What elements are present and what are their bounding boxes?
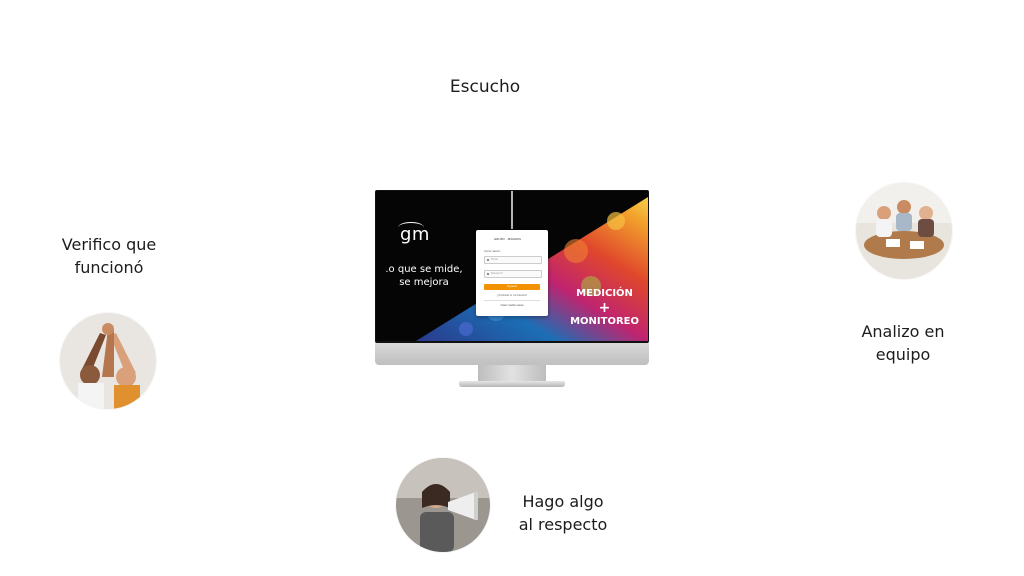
megaphone-woman-image [396,458,490,552]
login-submit-button[interactable]: Ingresar [484,284,540,290]
promo-bottom-text: MONITOREO [570,316,639,327]
monitor-chin [375,343,649,365]
monitor-stand-neck [478,365,546,382]
password-field[interactable]: Password [484,270,542,278]
megaphone-woman-photo [396,458,490,552]
login-card: GRUPO · MAGNUS Iniciar sesión Email Pass… [476,230,548,316]
monitor-screen-frame: gm .o que se mide, se mejora MEDICIÓN + … [375,190,649,343]
lock-icon [487,273,489,275]
monitor-mockup: gm .o que se mide, se mejora MEDICIÓN + … [375,190,649,396]
email-placeholder: Email [491,258,498,261]
email-field[interactable]: Email [484,256,542,264]
step-listen-label: Escucho [430,76,540,99]
step-verify-line-1: Verifico que [61,235,157,254]
step-analyze-line-1: Analizo en [861,322,945,341]
screen-tagline-line-2: se mejora [399,277,449,288]
forgot-password-link[interactable]: ¿Olvidaste tu contraseña? [497,294,527,297]
logo-arc-icon [398,222,424,233]
step-verify-line-2: funcionó [74,258,144,277]
high-five-team-photo [60,313,156,409]
screen-promo: MEDICIÓN + MONITOREO [570,288,639,328]
monitor-screen: gm .o que se mide, se mejora MEDICIÓN + … [376,191,648,341]
screen-tagline-line-1: .o que se mide, [385,264,463,275]
login-divider [484,300,540,301]
step-analyze-line-2: equipo [875,345,931,364]
step-verify-label: Verifico que funcionó [54,233,164,279]
step-listen-line-1: Escucho [449,77,521,97]
login-brand: GRUPO · MAGNUS [494,237,521,241]
high-five-team-image [60,313,156,409]
step-act-line-2: al respecto [518,515,608,534]
plus-icon: + [598,300,611,316]
team-meeting-photo [856,183,952,279]
step-analyze-label: Analizo en equipo [848,320,958,366]
monitor-stand-base [459,381,565,387]
screen-tagline: .o que se mide, se mejora [376,263,472,289]
team-meeting-image [856,183,952,279]
promo-top-text: MEDICIÓN [576,288,633,299]
step-act-line-1: Hago algo [522,492,604,511]
password-placeholder: Password [491,272,503,275]
login-heading: Iniciar sesión [484,250,501,253]
screen-logo: gm [400,224,430,245]
step-act-label: Hago algo al respecto [508,490,618,536]
register-link[interactable]: Crear cuenta nueva [500,304,524,307]
user-icon [487,259,489,261]
